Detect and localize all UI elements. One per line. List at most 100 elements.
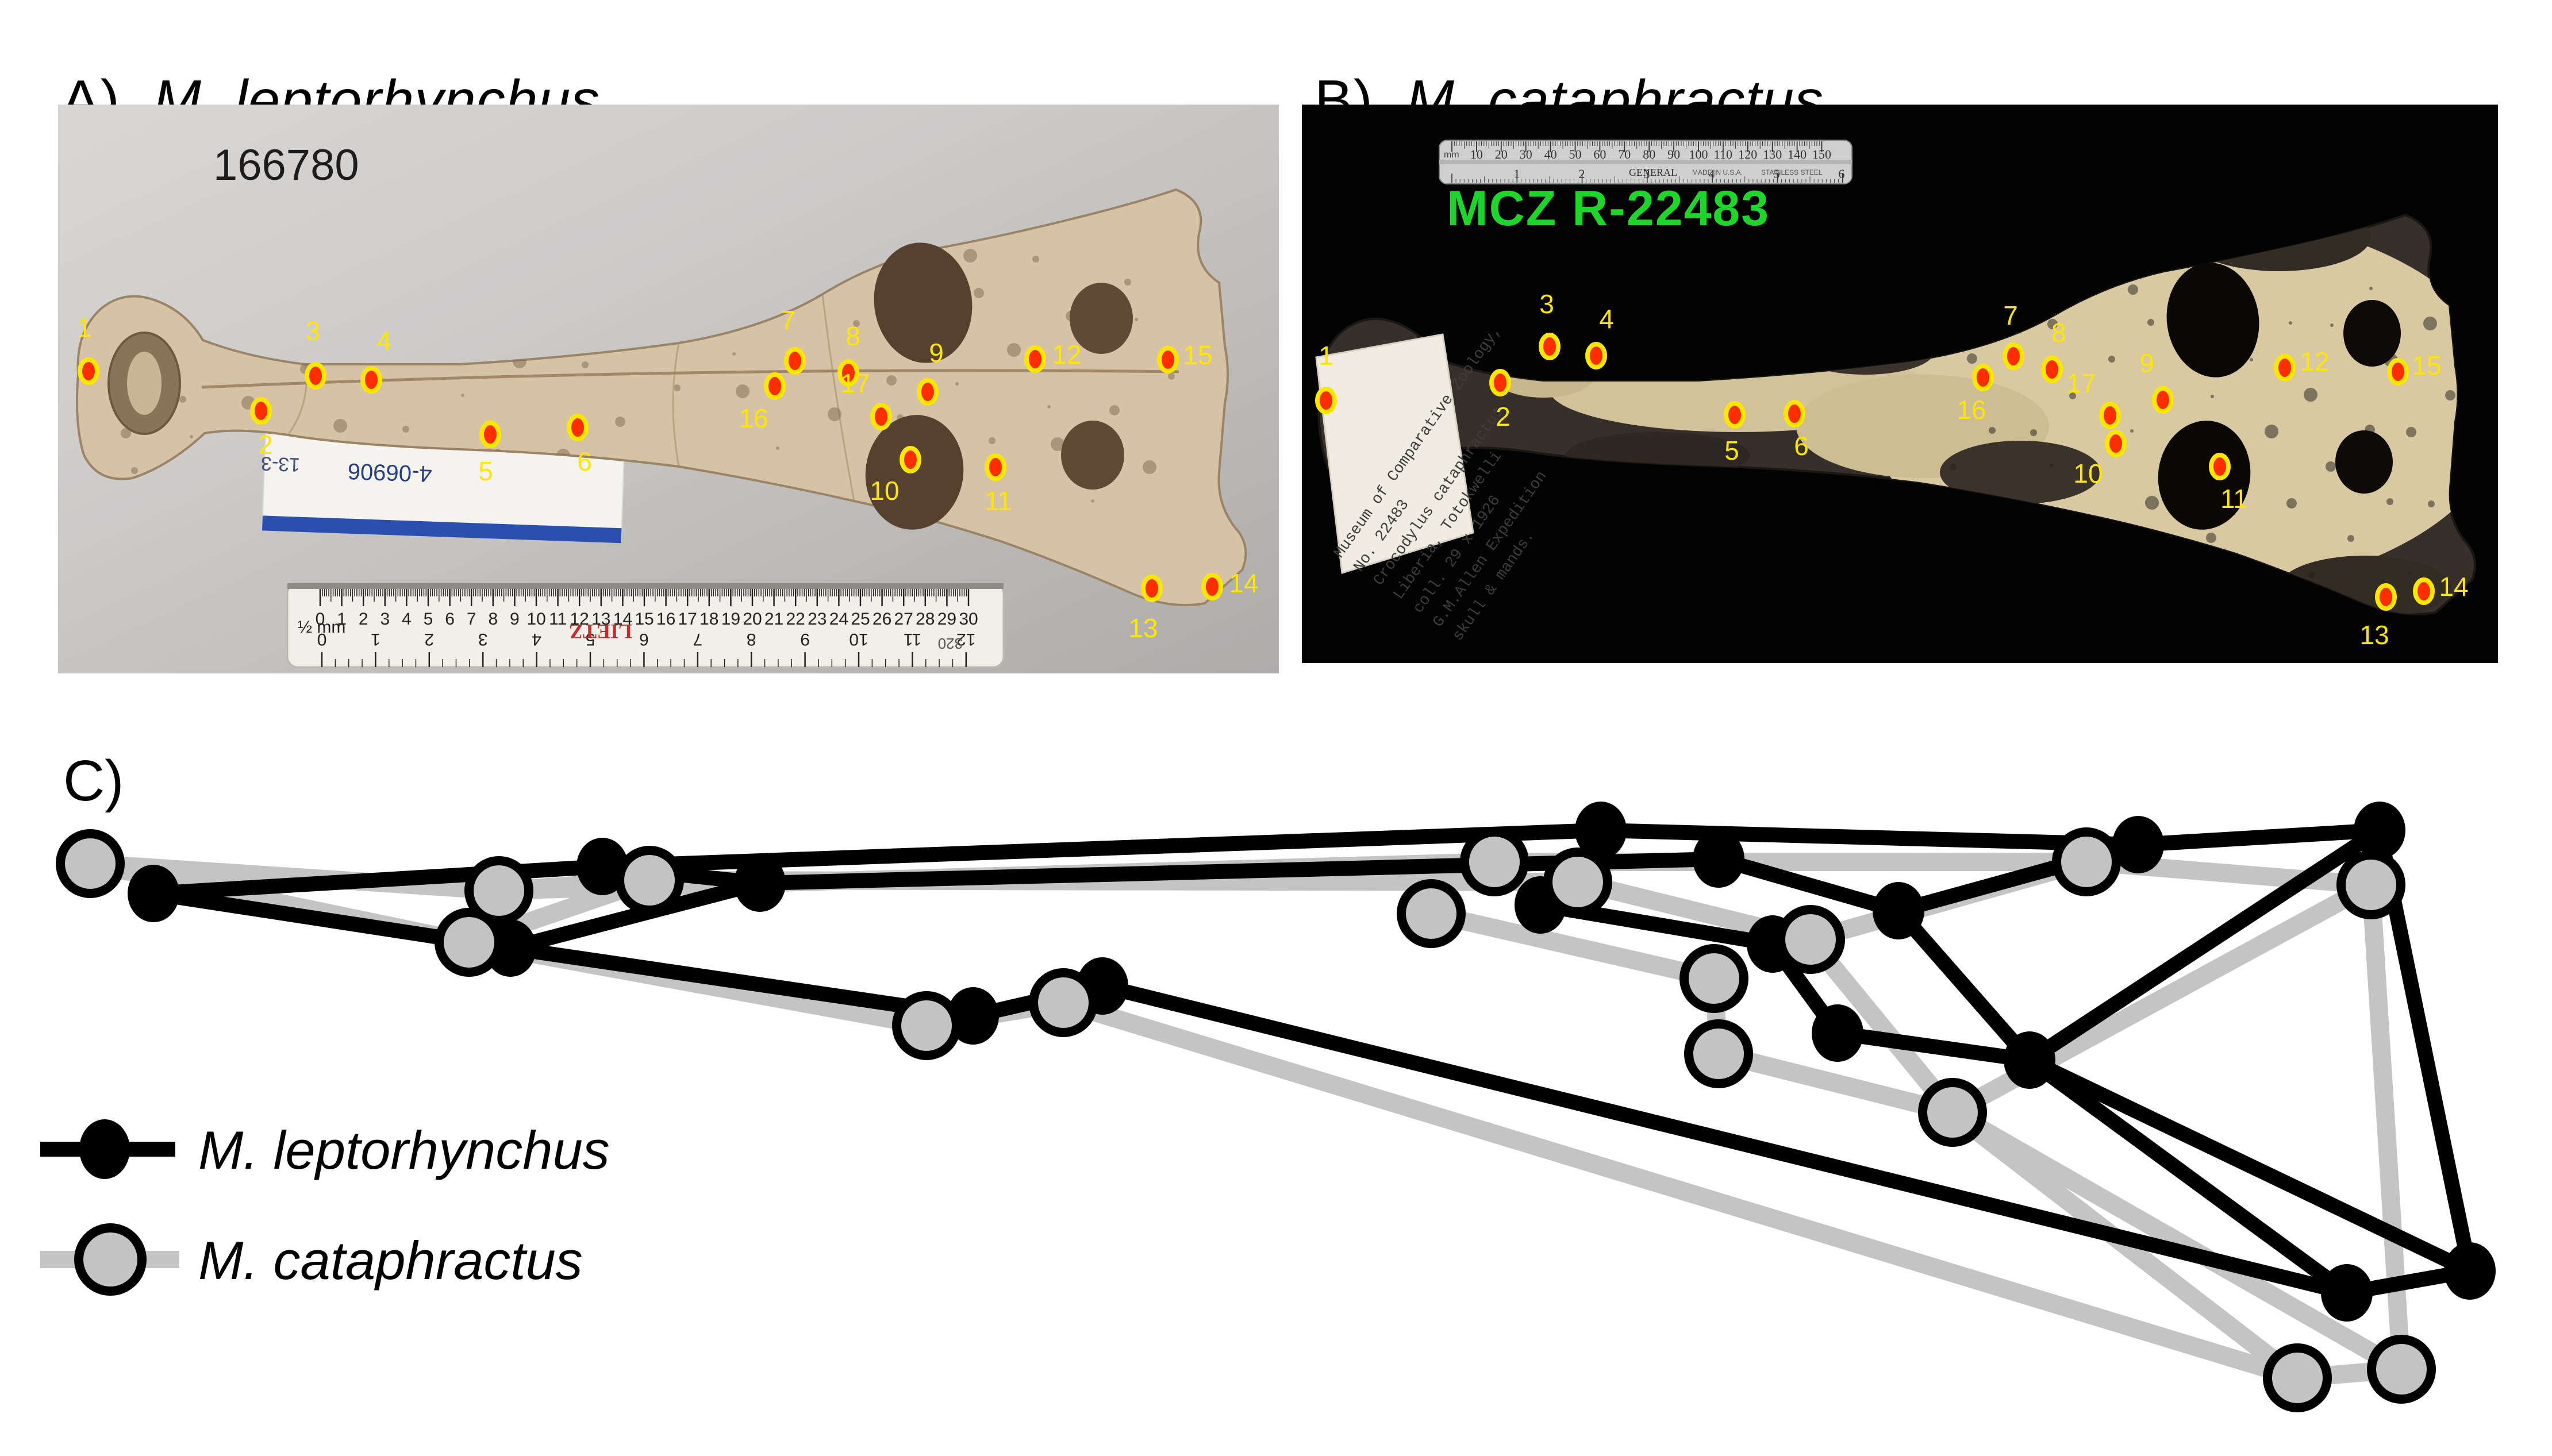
black-edge-11-15 [2022,823,2387,1068]
landmark-dot-9 [917,378,939,406]
ruler-a-inch-11: 11 [904,630,921,649]
landmark-number-6: 6 [577,446,592,476]
landmark-dot-8 [837,359,859,387]
orbit-right-b [2158,421,2251,530]
gray-edge-6-13 [1054,993,2307,1387]
ruler-b-mm-130: 130 [1763,147,1782,161]
landmark-number-13: 13 [2359,620,2389,650]
gray-landmark-17 [1679,944,1748,1013]
landmark-dot-16 [764,372,786,400]
legend-label-leptorhynchus: M. leptorhynchus [198,1120,610,1180]
ruler-b-mm-70: 70 [1618,147,1631,161]
landmark-dot-12 [2274,354,2296,382]
ruler-b-inch-3: 3 [1644,167,1650,181]
ruler-a-cm-12: 12 [570,610,589,629]
landmark-dot-3 [1539,333,1561,360]
ruler-a-cm-28: 28 [916,610,935,629]
black-landmark-9 [1873,882,1924,939]
naris-inner-a [127,352,162,415]
landmark-number-6: 6 [1794,431,1809,461]
landmark-number-11: 11 [2220,484,2248,514]
ruler-a-inch-10: 10 [849,630,868,649]
landmark-number-17: 17 [2066,368,2096,398]
black-edge-12-15 [2131,823,2387,852]
landmark-number-9: 9 [929,338,944,368]
landmark-number-4: 4 [1599,304,1614,334]
landmark-number-10: 10 [870,476,899,506]
landmark-number-8: 8 [2051,318,2066,348]
black-edge-7-12 [1593,823,2146,852]
ruler-a-cm-0: 0 [316,610,325,629]
landmark-dot-11 [2209,453,2231,480]
gray-landmark-16 [1397,879,1466,948]
ruler-a-cm-2: 2 [359,610,368,629]
black-landmark-10 [1812,1004,1863,1062]
landmark-number-17: 17 [840,368,870,398]
ruler-b-inch-6: 6 [1839,167,1845,181]
box-code: 4-06906 [347,459,432,487]
landmark-number-1: 1 [77,313,92,342]
landmark-number-14: 14 [2439,572,2468,602]
landmark-number-13: 13 [1128,613,1158,643]
black-edge-10-11 [1830,1026,2037,1068]
ruler-a-cm-14: 14 [613,610,632,629]
ruler-a-inch-6: 6 [639,630,649,649]
landmark-dot-15 [2387,358,2409,386]
ruler-a-cm-11: 11 [549,610,567,629]
ruler-a-cm-3: 3 [380,610,390,629]
black-edge-11-13 [2022,1053,2354,1300]
ruler-b-steel-label: STAINLESS STEEL [1761,168,1823,176]
landmark-number-16: 16 [1957,395,1986,425]
landmark-dot-4 [360,366,382,394]
ruler-b-inch-5: 5 [1774,167,1780,181]
landmark-dot-5 [479,421,501,448]
legend-black-marker [79,1119,130,1179]
black-edge-8-9 [1711,852,1906,918]
black-landmark-14 [2444,1242,2496,1300]
legend-gray-marker [74,1223,147,1296]
gray-landmark-1 [56,829,125,898]
gray-landmark-15 [2336,850,2405,919]
ruler-a-cm-21: 21 [764,610,783,629]
landmark-dot-14 [1201,573,1223,600]
landmark-number-2: 2 [1496,402,1511,432]
wireframe-plot [40,802,2496,1412]
specimen-id-a: 166780 [213,141,359,190]
gray-landmark-10 [1684,1019,1753,1088]
gray-edge-16-17 [1422,904,1723,988]
ruler-a-cm-15: 15 [635,610,654,629]
gray-landmark-8 [1543,848,1612,916]
ruler-a-inch-2: 2 [424,630,434,649]
landmark-dot-1 [1315,387,1337,414]
gray-landmark-14 [2367,1335,2436,1404]
landmark-dot-8 [2041,356,2063,383]
fenestra-right-a [1061,421,1124,490]
ruler-a-inch-5: 5 [586,630,595,649]
ruler-b-inch-1: 1 [1514,167,1520,181]
landmark-dot-14 [2413,577,2435,605]
black-edge-2-5 [503,941,981,1023]
black-landmark-4 [734,854,786,912]
legend-label-cataphractus: M. cataphractus [198,1230,583,1291]
ruler-b-made-label: MADE IN U.S.A. [1692,168,1743,176]
landmark-number-2: 2 [258,430,273,460]
ruler-b-mm-10: 10 [1470,147,1483,161]
landmark-dot-16 [1972,364,1994,391]
ruler-b-mm-60: 60 [1593,147,1606,161]
ruler-a-cm-24: 24 [829,610,848,629]
box-code2: 13-3 [260,452,300,475]
landmark-number-5: 5 [1724,436,1739,465]
ruler-a-inch-9: 9 [800,630,810,649]
gray-edge-11-14 [1943,1103,2411,1378]
ruler-a-inch-0: 0 [317,630,327,649]
ruler-a-cm-8: 8 [488,610,498,629]
black-edge-1-3 [146,859,610,901]
fenestra-left-b [2343,300,2401,367]
ruler-a-inch-8: 8 [747,630,756,649]
